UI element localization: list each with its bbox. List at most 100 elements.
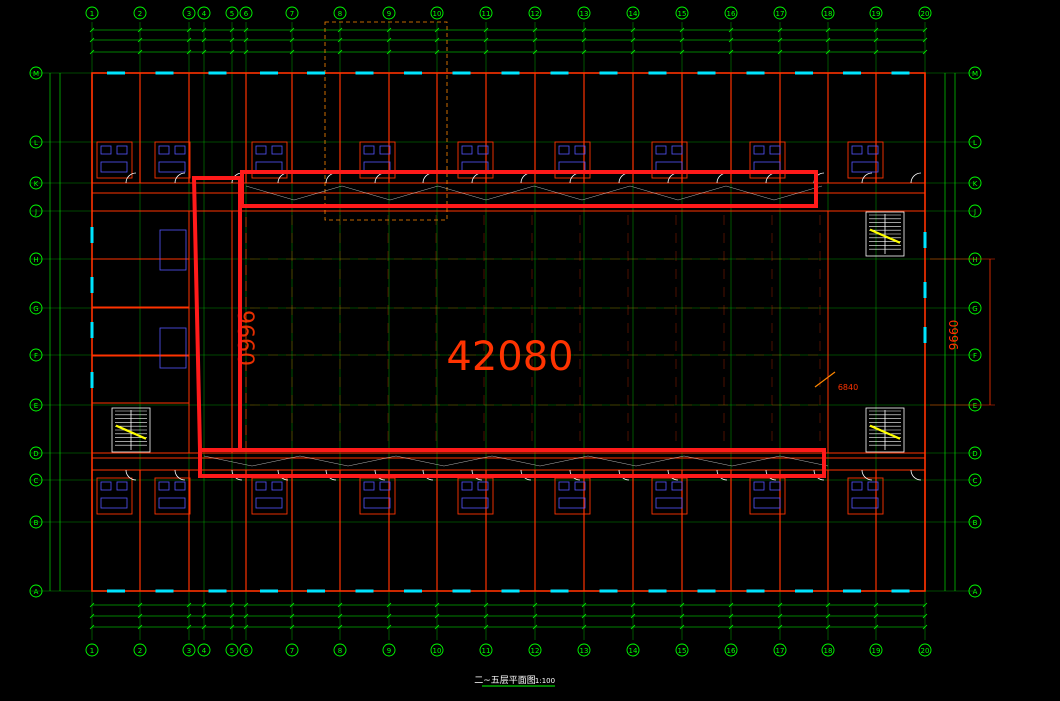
axis-bubble-18 [821,6,835,20]
axis-bubble-16 [724,6,738,20]
sink-fixture [769,481,781,491]
bathroom [154,141,191,179]
axis-label-5: 5 [230,647,234,655]
dimension-tick [137,37,143,43]
dimension-tick [679,49,685,55]
dimension-tick [873,624,879,630]
dimension-tick [386,613,392,619]
door-swing [125,469,137,481]
dimension-tick [630,613,636,619]
dimension-tick [289,602,295,608]
axis-bubble-15 [675,6,689,20]
axis-label-F: F [34,352,38,360]
toilet-fixture [655,145,667,155]
toilet-fixture [363,481,375,491]
dashed-reference-box [324,21,448,221]
axis-label-14: 14 [629,10,638,18]
axis-label-C: C [973,477,978,485]
dimension-tick [630,624,636,630]
axis-label-G: G [972,305,977,313]
toilet-fixture [851,481,863,491]
door-swing [174,469,186,481]
sink-fixture [477,145,489,155]
dimension-tick [728,37,734,43]
dimension-tick [483,624,489,630]
axis-bubble-J [968,204,982,218]
axis-bubble-2 [133,6,147,20]
axis-bubble-9 [382,6,396,20]
dimension-tick [825,624,831,630]
axis-label-B: B [973,519,978,527]
sink-fixture [867,145,879,155]
dimension-tick [777,37,783,43]
dimension-tick [89,613,95,619]
dimension-tick [873,49,879,55]
axis-label-8: 8 [338,647,342,655]
stair-arrow [115,424,147,440]
dimension-tick [229,602,235,608]
dimension-tick [728,27,734,33]
dimension-tick [777,613,783,619]
dimension-tick [289,27,295,33]
axis-label-17: 17 [776,10,785,18]
dimension-tick [581,49,587,55]
dimension-tick [243,27,249,33]
dimension-tick [922,624,928,630]
bathroom [457,141,494,179]
axis-bubble-F [29,348,43,362]
axis-label-J: J [973,208,976,216]
axis-label-16: 16 [727,10,736,18]
axis-label-2: 2 [138,647,142,655]
drain-slope-line [203,455,829,467]
axis-bubble-G [29,301,43,315]
dimension-tick [201,49,207,55]
axis-label-12: 12 [531,10,540,18]
dimension-tick [679,602,685,608]
dimension-tick [777,49,783,55]
dimension-tick [434,27,440,33]
axis-label-M: M [972,70,978,78]
shower-fixture [851,161,879,173]
dimension-tick [201,37,207,43]
sink-fixture [271,481,283,491]
drain-slope-line [245,185,823,201]
dimension-tick [229,27,235,33]
axis-label-C: C [34,477,39,485]
sink-fixture [769,145,781,155]
axis-bubble-11 [479,643,493,657]
dimension-tick [825,27,831,33]
dimension-tick [289,624,295,630]
dimension-tick [630,602,636,608]
axis-bubble-B [29,515,43,529]
dimension-tick [89,27,95,33]
dimension-tick [532,27,538,33]
sink-fixture [379,481,391,491]
bathroom [96,477,133,515]
dimension-tick [289,613,295,619]
axis-bubble-7 [285,643,299,657]
axis-bubble-3 [182,643,196,657]
sink-fixture [116,481,128,491]
dimension-tick [186,27,192,33]
axis-label-17: 17 [776,647,785,655]
shower-fixture [255,497,283,509]
dimension-tick [728,602,734,608]
dimension-tick [137,602,143,608]
axis-label-E: E [973,402,977,410]
toilet-fixture [461,481,473,491]
dimension-tick [728,613,734,619]
axis-bubble-17 [773,643,787,657]
dimension-tick [137,624,143,630]
axis-label-18: 18 [824,10,833,18]
dimension-tick [728,624,734,630]
west-bathroom [159,327,187,369]
axis-label-13: 13 [580,10,589,18]
section-marker [814,371,836,388]
toilet-fixture [158,145,170,155]
dimension-tick [532,624,538,630]
courtyard-width-label: 9660 [947,320,961,351]
axis-label-3: 3 [187,10,191,18]
axis-bubble-17 [773,6,787,20]
drawing-scale: 1:100 [535,677,555,685]
axis-label-10: 10 [433,10,442,18]
